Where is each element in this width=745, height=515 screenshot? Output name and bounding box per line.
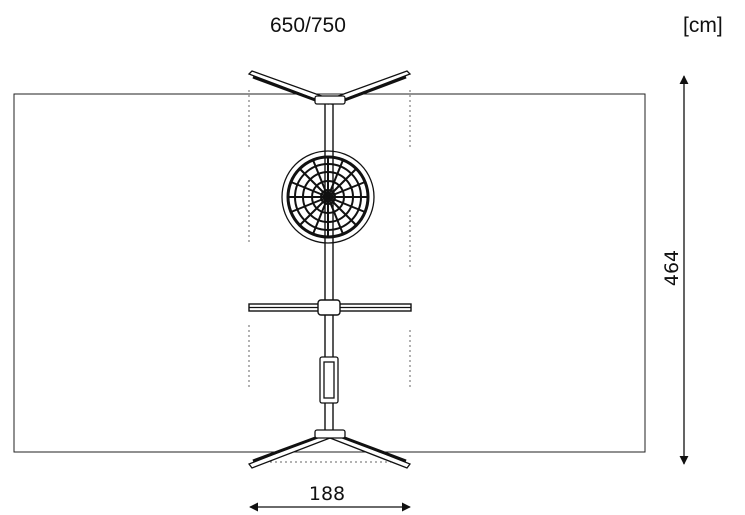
guide-lines <box>248 90 411 463</box>
beam-clamp <box>319 356 339 404</box>
unit-label: [cm] <box>683 14 723 37</box>
height-dimension-label: 464 <box>661 250 683 286</box>
width-dimension-label: 188 <box>309 483 345 505</box>
model-size-title: 650/750 <box>270 14 346 37</box>
width-dimension: 188 <box>249 483 411 512</box>
middle-crossbar <box>248 299 412 316</box>
rotary-wheel <box>281 150 375 244</box>
footprint-outline <box>13 93 646 453</box>
bottom-arms <box>247 429 412 469</box>
top-arms <box>247 70 412 105</box>
height-dimension: 464 <box>661 75 689 465</box>
